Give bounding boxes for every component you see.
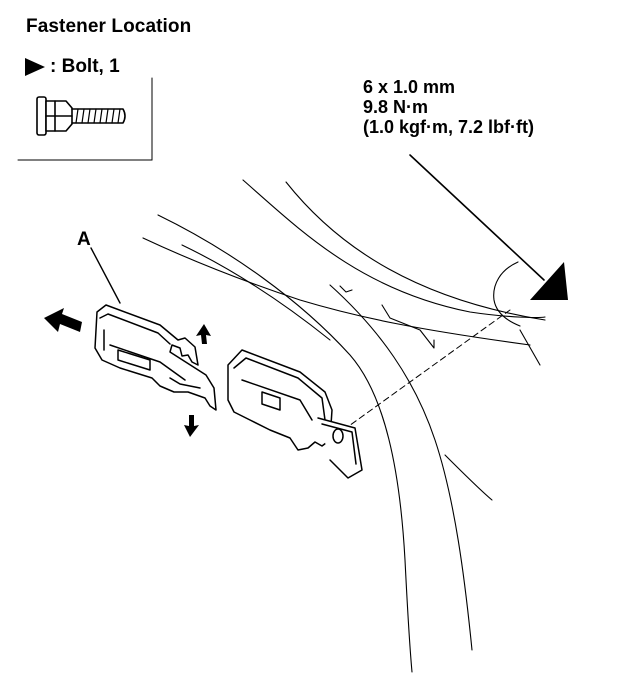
solid-triangle-arrow-icon — [25, 58, 45, 76]
page-title: Fastener Location — [26, 16, 192, 37]
torque-alt-text: (1.0 kgf·m, 7.2 lbf·ft) — [363, 117, 535, 137]
callout-a-label: A — [77, 229, 91, 250]
callout-a-leader — [90, 247, 121, 304]
torque-leader-line — [409, 154, 545, 281]
clip-a-part — [94, 304, 217, 411]
removal-arrow-left-icon — [44, 308, 82, 332]
torque-spec: 6 x 1.0 mm 9.8 N·m (1.0 kgf·m, 7.2 lbf·f… — [363, 77, 534, 137]
bolt-icon — [36, 96, 126, 136]
bolt-size-text: 6 x 1.0 mm — [363, 77, 456, 97]
mounting-base-part — [227, 349, 363, 479]
torque-nm-text: 9.8 N·m — [363, 97, 429, 117]
release-arrow-down-icon — [184, 415, 199, 437]
body-panel-lines — [142, 179, 546, 673]
release-arrow-up-icon — [196, 324, 211, 344]
bolt-inset-frame — [17, 77, 153, 161]
bolt-axis-dashed — [334, 309, 511, 437]
bolt-marker-icon — [530, 262, 568, 300]
bolt-legend-label: : Bolt, 1 — [50, 56, 120, 77]
bolt-legend: : Bolt, 1 — [24, 56, 120, 78]
